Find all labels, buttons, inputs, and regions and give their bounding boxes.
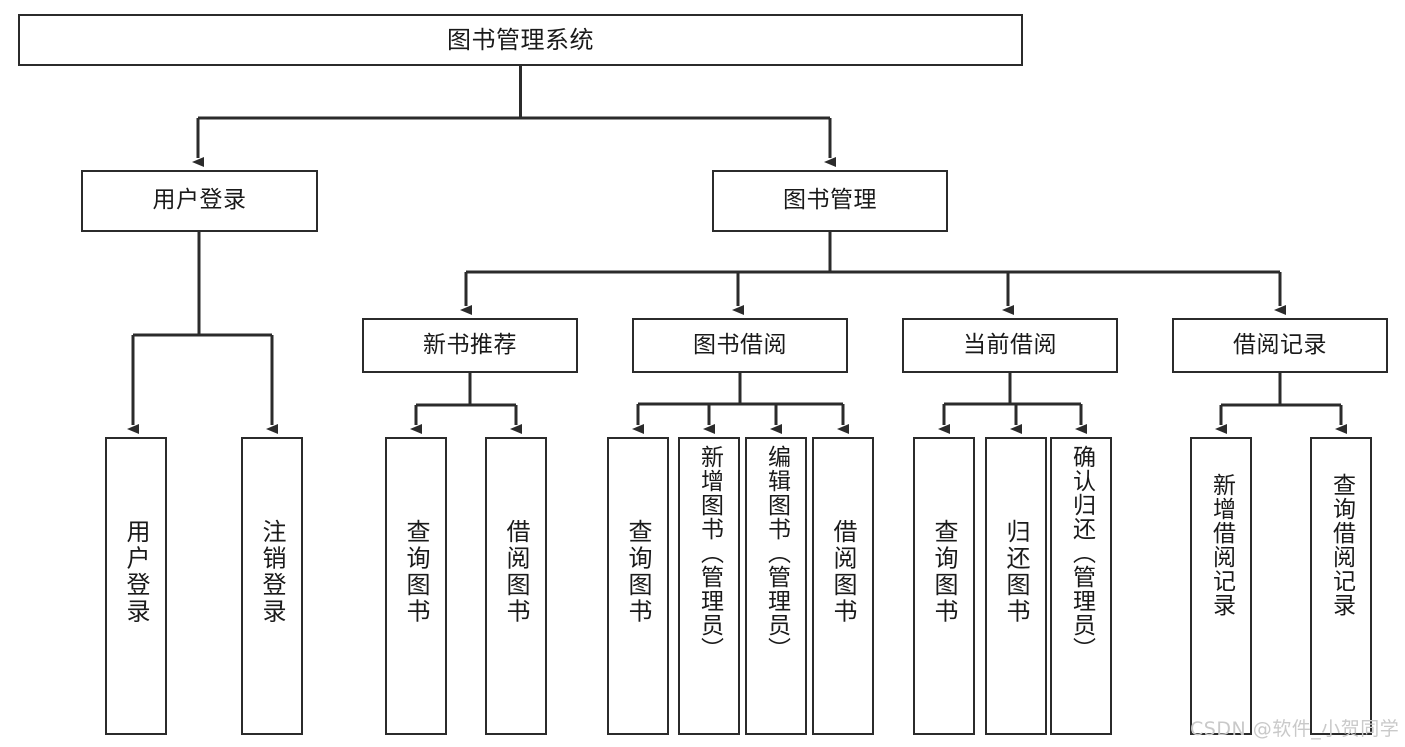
node-new-book-recommend-label: 新书推荐: [423, 331, 517, 358]
node-user-login-label: 用户登录: [152, 187, 247, 214]
leaf-edit-book-admin-label: 编辑图书（管理员）: [763, 445, 790, 661]
leaf-query-book-current-label: 查询图书: [930, 519, 958, 625]
leaf-confirm-return-admin[interactable]: 确认归还（管理员）: [1050, 437, 1112, 735]
leaf-add-borrow-record-label: 新增借阅记录: [1208, 473, 1235, 617]
node-current-borrow[interactable]: 当前借阅: [902, 318, 1118, 373]
leaf-add-borrow-record[interactable]: 新增借阅记录: [1190, 437, 1252, 735]
node-root[interactable]: 图书管理系统: [18, 14, 1023, 66]
leaf-edit-book-admin[interactable]: 编辑图书（管理员）: [745, 437, 807, 735]
leaf-user-login-label: 用户登录: [122, 519, 150, 625]
leaf-query-book-borrow-label: 查询图书: [624, 519, 652, 625]
leaf-return-book-label: 归还图书: [1002, 519, 1030, 625]
leaf-borrow-book[interactable]: 借阅图书: [812, 437, 874, 735]
node-current-borrow-label: 当前借阅: [963, 331, 1057, 358]
leaf-query-book-recommend-label: 查询图书: [402, 519, 430, 625]
node-borrow-record[interactable]: 借阅记录: [1172, 318, 1388, 373]
leaf-add-book-admin-label: 新增图书（管理员）: [696, 445, 723, 661]
leaf-query-borrow-record-label: 查询借阅记录: [1328, 473, 1355, 617]
leaf-borrow-book-recommend-label: 借阅图书: [502, 519, 530, 625]
leaf-user-login[interactable]: 用户登录: [105, 437, 167, 735]
leaf-return-book[interactable]: 归还图书: [985, 437, 1047, 735]
node-user-login[interactable]: 用户登录: [81, 170, 318, 232]
leaf-query-book-recommend[interactable]: 查询图书: [385, 437, 447, 735]
leaf-add-book-admin[interactable]: 新增图书（管理员）: [678, 437, 740, 735]
watermark-csdn: CSDN @软件_小贺同学: [1190, 718, 1400, 740]
node-book-management-label: 图书管理: [783, 187, 877, 214]
leaf-logout-label: 注销登录: [258, 519, 286, 625]
leaf-query-borrow-record[interactable]: 查询借阅记录: [1310, 437, 1372, 735]
node-book-borrow[interactable]: 图书借阅: [632, 318, 848, 373]
node-book-management[interactable]: 图书管理: [712, 170, 948, 232]
leaf-query-book-borrow[interactable]: 查询图书: [607, 437, 669, 735]
leaf-query-book-current[interactable]: 查询图书: [913, 437, 975, 735]
leaf-borrow-book-label: 借阅图书: [829, 519, 857, 625]
leaf-confirm-return-admin-label: 确认归还（管理员）: [1068, 445, 1095, 661]
node-book-borrow-label: 图书借阅: [693, 331, 787, 358]
leaf-logout[interactable]: 注销登录: [241, 437, 303, 735]
node-borrow-record-label: 借阅记录: [1233, 331, 1327, 358]
node-root-label: 图书管理系统: [447, 25, 594, 54]
leaf-borrow-book-recommend[interactable]: 借阅图书: [485, 437, 547, 735]
node-new-book-recommend[interactable]: 新书推荐: [362, 318, 578, 373]
